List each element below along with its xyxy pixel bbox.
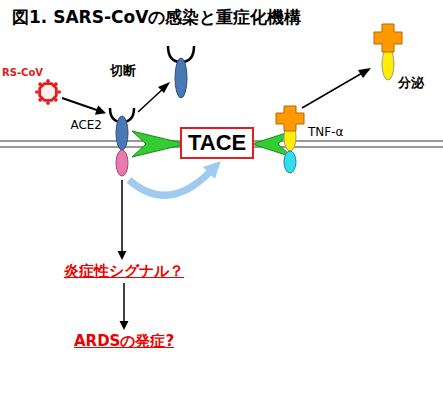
arrowhead xyxy=(203,161,221,179)
node-text: ARDSの発症? xyxy=(74,332,174,351)
arrowhead xyxy=(120,321,129,330)
enzyme-box: TACE xyxy=(180,127,254,159)
node-text: 炎症性シグナル？ xyxy=(64,262,184,281)
receptor-node: TNF-α xyxy=(276,106,304,174)
node-text: ACE2 xyxy=(70,118,102,132)
secreted-tnf xyxy=(374,24,402,80)
connector-line xyxy=(121,180,123,252)
annotation-label: 分泌 xyxy=(398,74,424,92)
binding-chevron xyxy=(132,131,186,157)
cleavage-arrow xyxy=(138,82,170,112)
arrowhead xyxy=(95,105,106,114)
annotation-label: 切断 xyxy=(110,62,136,80)
connector-arrow xyxy=(118,180,127,260)
secretion-arrow xyxy=(302,68,371,108)
outcome-text: 炎症性シグナル？ xyxy=(64,262,184,281)
node-text: TACE xyxy=(188,130,246,156)
shed-ace2 xyxy=(168,46,194,98)
connector-arrow xyxy=(129,161,221,195)
connector-line xyxy=(123,283,125,322)
connector-line xyxy=(129,172,210,195)
ace2-receptor xyxy=(108,106,136,178)
connector-arrow xyxy=(120,283,129,330)
node-text: RS-CoV xyxy=(2,67,43,78)
connector-arrow xyxy=(62,98,106,115)
tnf-receptor xyxy=(276,106,304,174)
receptor-node: ACE2 xyxy=(108,106,136,178)
connector-line xyxy=(62,98,97,110)
virus-icon xyxy=(36,80,60,104)
figure-title: 図1. SARS-CoVの感染と重症化機構 xyxy=(12,6,301,29)
outcome-text: ARDSの発症? xyxy=(74,332,174,351)
arrowhead xyxy=(118,251,127,260)
virus-node: RS-CoV xyxy=(36,80,60,104)
node-text: TNF-α xyxy=(308,125,343,139)
